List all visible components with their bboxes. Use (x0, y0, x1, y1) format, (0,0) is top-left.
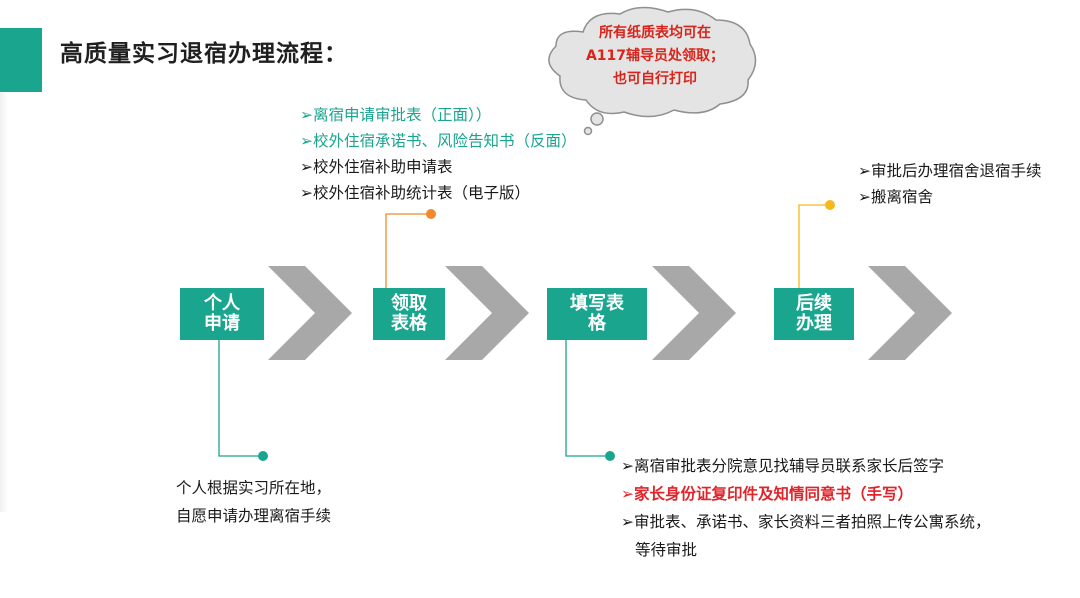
chevron-arrow-1 (268, 266, 352, 360)
forms-list-item: ➢校外住宿补助申请表 (300, 158, 453, 176)
step-label-line: 表格 (391, 313, 427, 334)
followup-list-item: ➢审批后办理宿舍退宿手续 (858, 162, 1042, 180)
step-label-line: 后续 (796, 293, 832, 314)
apply-note-line: 个人根据实习所在地， (176, 479, 332, 497)
apply-note: 个人根据实习所在地， 自愿申请办理离宿手续 (176, 474, 331, 530)
forms-list-item: ➢校外住宿补助统计表（电子版） (300, 184, 530, 202)
cloud-note-line: 也可自行打印 (613, 71, 697, 87)
apply-note-line: 自愿申请办理离宿手续 (176, 507, 332, 525)
title-accent-bar (0, 28, 42, 92)
chevron-arrow-4 (868, 266, 952, 360)
connector-dot-yellow (825, 200, 835, 210)
fill-list-item-highlight: ➢家长身份证复印件及知情同意书（手写） (621, 485, 913, 503)
fill-list-item: ➢离宿审批表分院意见找辅导员联系家长后签字 (621, 457, 944, 475)
step-label-line: 办理 (796, 313, 832, 334)
step-collect-forms: 领取表格 (373, 288, 445, 340)
chevron-arrow-2 (445, 266, 529, 360)
connector-collect-forms (385, 213, 431, 288)
step-label-line: 格 (588, 313, 606, 334)
forms-list-item: ➢离宿申请审批表（正面）） (300, 106, 492, 124)
step-fill-forms: 填写表格 (547, 288, 647, 340)
fill-list-item: 等待审批 (635, 541, 698, 559)
connector-followup (798, 204, 830, 288)
connector-apply (218, 340, 263, 457)
step-personal-apply: 个人申请 (180, 288, 264, 340)
fill-list: ➢离宿审批表分院意见找辅导员联系家长后签字 ➢家长身份证复印件及知情同意书（手写… (621, 452, 991, 564)
step-label-line: 个人 (204, 293, 240, 314)
forms-list: ➢离宿申请审批表（正面）） ➢校外住宿承诺书、风险告知书（反面） ➢校外住宿补助… (300, 102, 577, 206)
cloud-tail-bubble-small (583, 126, 593, 136)
cloud-callout (548, 6, 757, 136)
cloud-shape (548, 6, 757, 118)
cloud-tail-bubble (590, 112, 604, 126)
followup-list: ➢审批后办理宿舍退宿手续 ➢搬离宿舍 (858, 158, 1042, 210)
forms-list-item: ➢校外住宿承诺书、风险告知书（反面） (300, 132, 577, 150)
connector-fill (565, 340, 610, 457)
cloud-note-line: 所有纸质表均可在 (599, 25, 711, 41)
step-label-line: 领取 (391, 293, 427, 314)
cloud-note: 所有纸质表均可在 A117辅导员处领取； 也可自行打印 (565, 22, 745, 91)
page-title: 高质量实习退宿办理流程： (60, 41, 348, 67)
followup-list-item: ➢搬离宿舍 (858, 188, 933, 206)
step-follow-up: 后续办理 (774, 288, 854, 340)
connector-dot-orange (426, 209, 436, 219)
left-edge-shadow (0, 92, 8, 512)
cloud-note-line: A117辅导员处领取； (585, 48, 725, 64)
fill-list-item: ➢审批表、承诺书、家长资料三者拍照上传公寓系统， (621, 513, 991, 531)
connector-dot-teal-1 (258, 451, 268, 461)
step-label-line: 填写表 (570, 293, 624, 314)
step-label-line: 申请 (204, 313, 240, 334)
connector-dot-teal-2 (605, 451, 615, 461)
chevron-arrow-3 (652, 266, 736, 360)
